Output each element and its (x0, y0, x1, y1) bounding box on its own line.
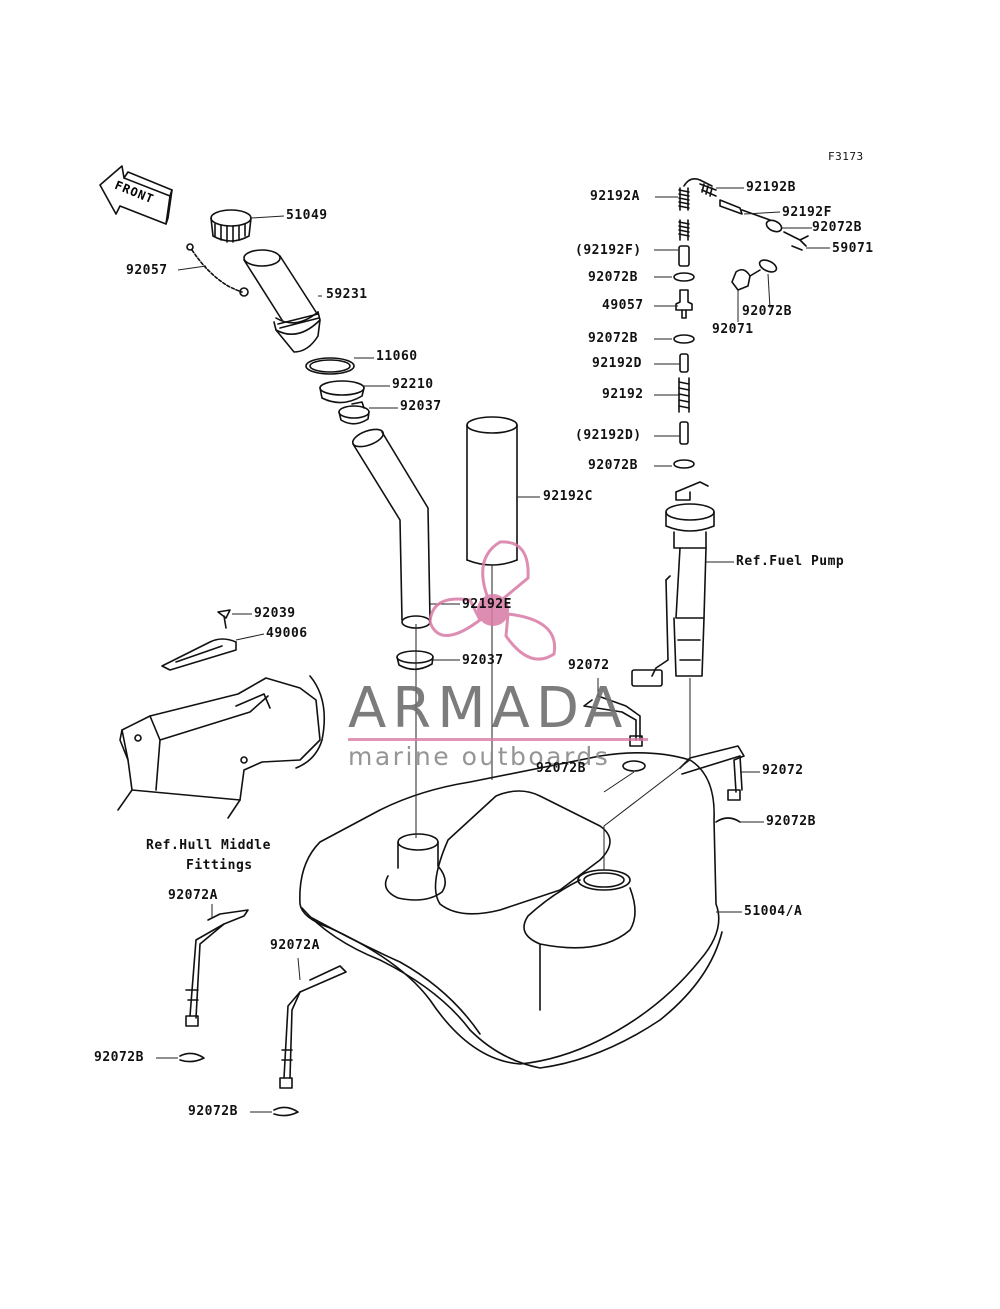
label-tether: 92057 (126, 263, 168, 278)
vent-hose-stack-part (673, 178, 713, 469)
label-strap-2: 92072 (762, 763, 804, 778)
label-hose: 92192 (602, 387, 644, 402)
strap-a-part (179, 909, 347, 1117)
label-cap-small: 92071 (712, 322, 754, 337)
label-fitting: 59071 (832, 241, 874, 256)
strap-part (583, 695, 745, 823)
label-hose-a: 92192A (590, 189, 640, 204)
clamp-top-part (338, 401, 370, 425)
watermark-name: ARMADA (348, 676, 629, 741)
label-hull-ref-2: Fittings (186, 858, 253, 873)
clamp-bottom-part (396, 650, 434, 671)
bracket-part (161, 638, 237, 671)
label-hose-b: 92192B (746, 180, 796, 195)
label-hose-bent: 92192E (462, 597, 512, 612)
gasket-part (305, 357, 355, 375)
label-hose-f-paren: (92192F) (575, 243, 642, 258)
label-hose-f: 92192F (782, 205, 832, 220)
label-strap-a1: 92072A (168, 888, 218, 903)
label-hose-d-paren: (92192D) (575, 428, 642, 443)
tether-part (186, 243, 249, 297)
label-clamp-b10: 92072B (188, 1104, 238, 1119)
label-tank: 51004/A (744, 904, 803, 919)
label-clamp-top: 92037 (400, 399, 442, 414)
nut-part (319, 380, 365, 404)
watermark-propeller-icon (428, 540, 557, 661)
label-strap-a2: 92072A (270, 938, 320, 953)
label-clamp-b7: 92072B (766, 814, 816, 829)
vent-branch-part (699, 183, 809, 291)
label-clamp-b3: 92072B (742, 304, 792, 319)
label-clamp-b5: 92072B (588, 458, 638, 473)
label-clip: 92039 (254, 606, 296, 621)
label-hose-d: 92192D (592, 356, 642, 371)
label-fuel-pump-ref: Ref.Fuel Pump (736, 554, 845, 569)
label-clamp-b1: 92072B (812, 220, 862, 235)
label-strap-1: 92072 (568, 658, 610, 673)
label-clamp-b2: 92072B (588, 270, 638, 285)
label-gasket: 11060 (376, 349, 418, 364)
label-clamp-b6: 92072B (536, 761, 586, 776)
front-arrow-icon (99, 165, 173, 225)
label-hull-ref-1: Ref.Hull Middle (146, 838, 271, 853)
filler-neck-part (243, 249, 321, 353)
label-clamp-b4: 92072B (588, 331, 638, 346)
watermark-tagline: marine outboards (348, 742, 611, 771)
label-clamp-b9: 92072B (94, 1050, 144, 1065)
bent-hose-part (351, 428, 431, 629)
label-filler-neck: 59231 (326, 287, 368, 302)
hull-section-part (117, 675, 326, 819)
figure-code: F3173 (828, 150, 864, 163)
clip-part (217, 609, 231, 629)
label-nut: 92210 (392, 377, 434, 392)
fuel-pump-part (631, 481, 715, 687)
label-valve: 49057 (602, 298, 644, 313)
fuel-cap-part (210, 209, 252, 243)
label-bracket: 49006 (266, 626, 308, 641)
watermark-rule (348, 738, 648, 741)
label-clamp-bottom: 92037 (462, 653, 504, 668)
label-cap: 51049 (286, 208, 328, 223)
label-hose-straight: 92192C (543, 489, 593, 504)
fuel-tank-part (299, 752, 723, 1069)
